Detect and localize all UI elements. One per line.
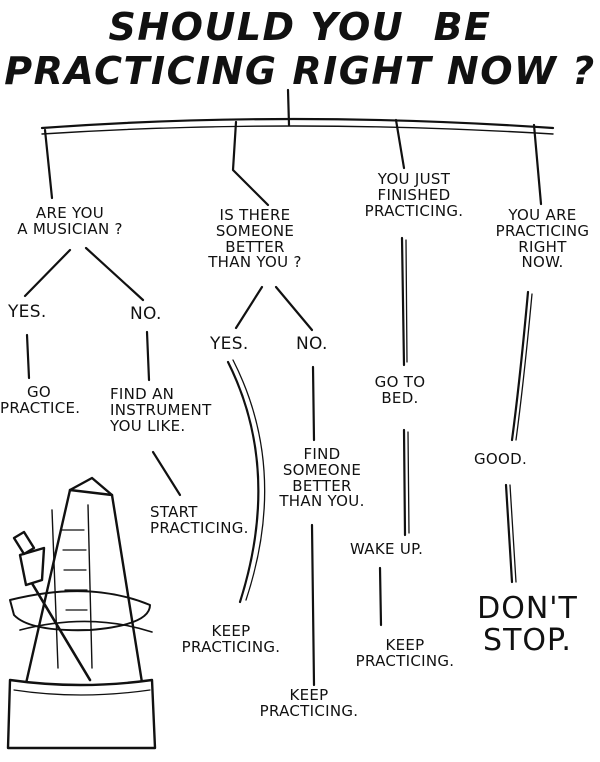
question-musician: ARE YOU A MUSICIAN ? [17, 204, 123, 238]
no-to-find [145, 330, 151, 382]
better-to-yes [234, 285, 264, 330]
page-title: SHOULD YOU BE PRACTICING RIGHT NOW ? [4, 5, 596, 93]
drop-now [532, 123, 543, 206]
answer-yes-better: YES. [210, 334, 249, 354]
musician-to-no [84, 246, 145, 302]
step-find-someone-better: FIND SOMEONE BETTER THAN YOU. [279, 445, 365, 511]
result-keep-practicing-no: KEEP PRACTICING. [259, 686, 359, 720]
no-to-find-better [311, 365, 316, 442]
find-to-start [151, 450, 182, 497]
musician-to-yes [23, 248, 72, 298]
drop-better [231, 120, 270, 207]
now-to-good [510, 290, 530, 442]
bed-to-wake [402, 428, 407, 537]
question-practicing-now: YOU ARE PRACTICING RIGHT NOW. [495, 206, 590, 272]
answer-yes-musician: YES. [8, 302, 47, 322]
wake-to-keep [378, 566, 383, 627]
yes-to-keep [226, 360, 260, 604]
drop-finished [394, 118, 406, 170]
good-to-stop [504, 483, 514, 584]
finished-to-bed [400, 236, 406, 367]
result-keep-practicing-finished: KEEP PRACTICING. [355, 636, 455, 670]
result-dont-stop: DON'T STOP. [477, 591, 578, 658]
step-go-to-bed: GO TO BED. [374, 373, 426, 407]
question-someone-better: IS THERE SOMEONE BETTER THAN YOU ? [208, 206, 302, 272]
answer-no-better: NO. [296, 334, 328, 354]
drop-musician [43, 128, 54, 200]
step-wake-up: WAKE UP. [350, 540, 424, 558]
answer-no-musician: NO. [130, 304, 162, 324]
result-go-practice: GO PRACTICE. [0, 383, 81, 417]
step-start-practicing: START PRACTICING. [150, 503, 249, 537]
step-find-instrument: FIND AN INSTRUMENT YOU LIKE. [110, 385, 212, 435]
yes-to-go [25, 333, 31, 380]
better-to-no [274, 285, 314, 332]
main-bar [40, 117, 555, 130]
find-better-to-keep [310, 523, 316, 687]
result-keep-practicing-yes: KEEP PRACTICING. [181, 622, 281, 656]
question-just-finished: YOU JUST FINISHED PRACTICING. [364, 170, 464, 220]
step-good: GOOD. [474, 450, 528, 468]
metronome-icon [6, 476, 157, 750]
